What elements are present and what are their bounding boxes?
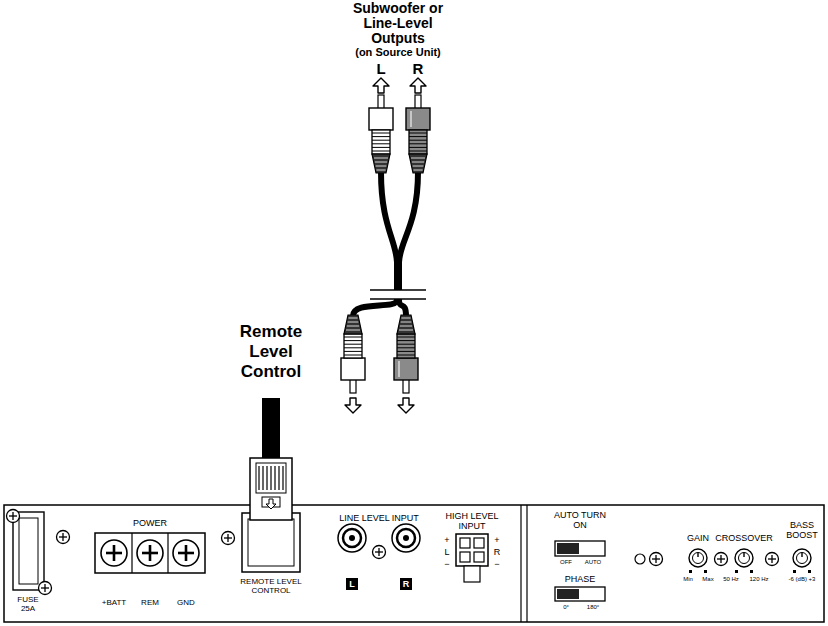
pin-label: + bbox=[494, 535, 499, 545]
signal-arrow bbox=[345, 398, 361, 413]
led-indicator bbox=[635, 554, 645, 564]
panel-label: AUTO TURN ON bbox=[552, 510, 608, 530]
panel-screw bbox=[39, 582, 52, 595]
panel-label: CROSSOVER bbox=[715, 533, 773, 543]
panel-screw bbox=[373, 546, 386, 559]
panel-label: REMOTE LEVEL CONTROL bbox=[240, 577, 302, 595]
bass-boost-knob bbox=[793, 549, 811, 567]
switch-position: OFF bbox=[560, 559, 572, 566]
knob-range: -6 (dB) +3 bbox=[789, 576, 816, 583]
crossover-knob bbox=[735, 549, 753, 567]
high-level-connector bbox=[456, 534, 488, 582]
panel-screw bbox=[57, 531, 70, 544]
rca-plug bbox=[394, 315, 418, 393]
switch-position: AUTO bbox=[585, 559, 602, 566]
fuse-holder bbox=[13, 512, 44, 590]
signal-arrow bbox=[373, 78, 389, 93]
panel-label: POWER bbox=[133, 518, 167, 528]
rca-plug bbox=[406, 95, 430, 173]
channel-badge: R bbox=[400, 578, 412, 590]
panel-screw bbox=[650, 553, 663, 566]
panel-label: BASS BOOST bbox=[780, 520, 824, 540]
amplifier-panel bbox=[4, 505, 824, 622]
signal-arrow bbox=[410, 78, 426, 93]
power-terminal-block bbox=[95, 533, 205, 573]
channel-label: R bbox=[413, 61, 424, 77]
fuse-label: FUSE 25A bbox=[11, 595, 45, 613]
pin-label: + bbox=[444, 535, 449, 545]
rca-plug bbox=[369, 95, 393, 173]
panel-label: HIGH LEVEL INPUT bbox=[442, 511, 502, 531]
panel-screw bbox=[715, 553, 728, 566]
knob-range: 120 Hz bbox=[749, 576, 768, 583]
panel-label: PHASE bbox=[565, 574, 596, 584]
panel-screw bbox=[7, 510, 20, 523]
knob-range-dots bbox=[689, 570, 811, 573]
panel-screw bbox=[766, 553, 779, 566]
pin-label: − bbox=[444, 559, 449, 569]
remote-jack bbox=[242, 513, 300, 572]
knob-range: Max bbox=[702, 576, 713, 583]
pin-label: R bbox=[494, 547, 501, 557]
heading-label: Subwoofer or Line-Level Outputs bbox=[339, 1, 457, 46]
gain-knob bbox=[689, 549, 707, 567]
cable-break bbox=[370, 290, 426, 299]
remote-plug bbox=[250, 398, 292, 520]
knob-range: 50 Hz bbox=[723, 576, 739, 583]
terminal-label: GND bbox=[177, 598, 195, 607]
channel-label: L bbox=[376, 61, 385, 77]
auto-turn-on-switch bbox=[555, 541, 605, 556]
switch-position: 0° bbox=[563, 604, 569, 611]
signal-arrow bbox=[398, 398, 414, 413]
callout-label: Remote Level Control bbox=[229, 322, 313, 382]
panel-label: GAIN bbox=[687, 533, 709, 543]
pin-label: L bbox=[444, 547, 449, 557]
panel-screw bbox=[222, 532, 235, 545]
pin-label: − bbox=[494, 559, 499, 569]
terminal-label: REM bbox=[141, 598, 159, 607]
heading-note: (on Source Unit) bbox=[355, 46, 441, 58]
knob-range: Min bbox=[683, 576, 693, 583]
phase-switch bbox=[555, 587, 605, 601]
panel-label: LINE LEVEL INPUT bbox=[339, 513, 419, 523]
terminal-label: +BATT bbox=[102, 598, 127, 607]
switch-position: 180° bbox=[587, 604, 599, 611]
rca-plug bbox=[341, 315, 365, 393]
channel-badge: L bbox=[346, 578, 358, 590]
